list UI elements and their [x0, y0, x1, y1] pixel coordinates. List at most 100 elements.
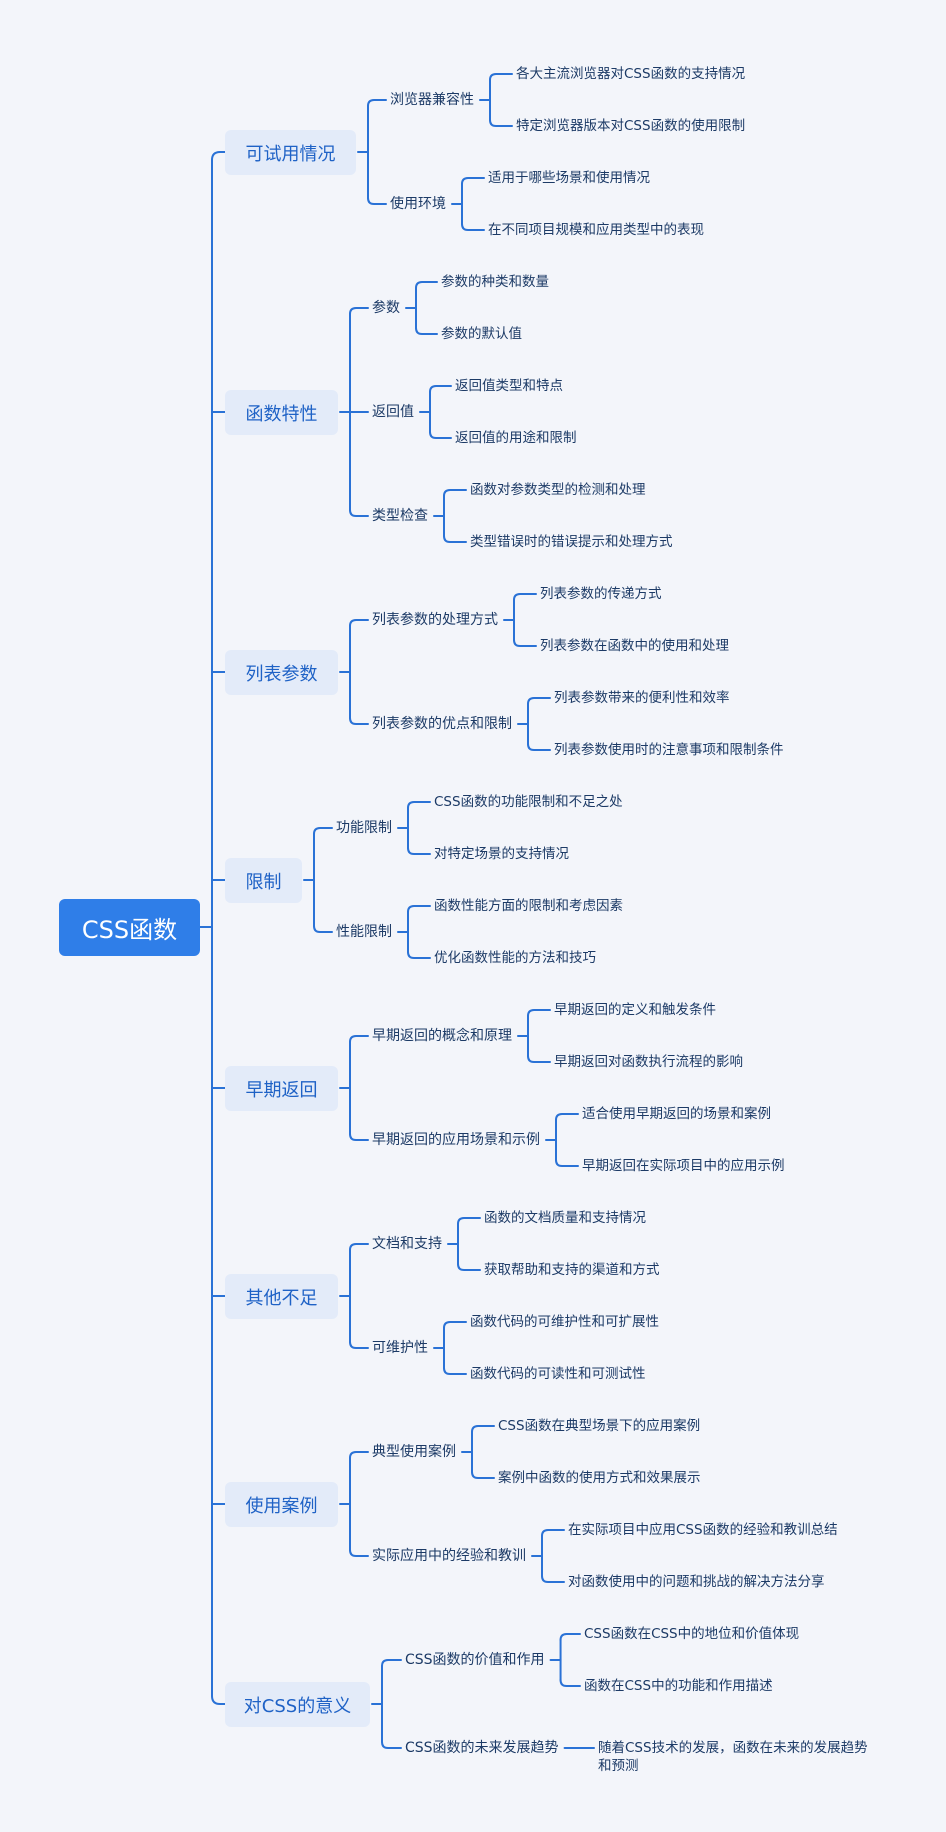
sub-6-1-connector-branch-1 — [541, 1575, 565, 1583]
leaf-node[interactable]: 早期返回在实际项目中的应用示例 — [582, 1158, 785, 1174]
sub-topic-node[interactable]: 性能限制 — [336, 924, 392, 940]
root-branch-7 — [211, 1695, 226, 1705]
leaf-node[interactable]: CSS函数的功能限制和不足之处 — [434, 794, 623, 810]
leaf-node[interactable]: 函数对参数类型的检测和处理 — [470, 482, 646, 498]
leaf-line: 和预测 — [598, 1758, 639, 1774]
sub-topic-node[interactable]: 典型使用案例 — [372, 1444, 456, 1460]
leaf-node[interactable]: 参数的默认值 — [441, 326, 522, 342]
sub-5-0-connector-branch-0 — [457, 1217, 481, 1225]
sub-7-0-connector-branch-1 — [559, 1679, 581, 1687]
sub-3-1-connector-branch-1 — [407, 951, 431, 959]
sub-topic-node[interactable]: 返回值 — [372, 404, 414, 420]
branch-6-connector-branch-1 — [349, 1549, 369, 1557]
leaf-node[interactable]: 对特定场景的支持情况 — [434, 846, 569, 862]
sub-6-1-connector-branch-0 — [541, 1529, 565, 1537]
sub-topic-node[interactable]: 类型检查 — [372, 508, 428, 524]
sub-5-1-connector-branch-0 — [443, 1321, 467, 1329]
branch-1-connector-branch-2 — [349, 509, 369, 517]
sub-topic-node[interactable]: 浏览器兼容性 — [390, 92, 474, 108]
leaf-node[interactable]: 优化函数性能的方法和技巧 — [434, 950, 596, 966]
leaf-node[interactable]: 对函数使用中的问题和挑战的解决方法分享 — [568, 1574, 825, 1590]
branch-0-connector-branch-0 — [367, 99, 387, 107]
branch-5-connector-branch-0 — [349, 1243, 369, 1251]
sub-0-0-connector-branch-0 — [489, 73, 513, 81]
leaf-node[interactable]: 特定浏览器版本对CSS函数的使用限制 — [516, 118, 746, 134]
leaf-node[interactable]: 列表参数带来的便利性和效率 — [554, 690, 730, 706]
leaf-node[interactable]: 函数代码的可维护性和可扩展性 — [470, 1314, 659, 1330]
sub-3-1-connector-branch-0 — [407, 905, 431, 913]
branch-node[interactable]: 其他不足 — [225, 1274, 338, 1319]
sub-4-1-connector-branch-0 — [555, 1113, 579, 1121]
sub-0-0-connector-branch-1 — [489, 119, 513, 127]
branch-node[interactable]: 列表参数 — [225, 650, 338, 695]
sub-1-2-connector-branch-1 — [443, 535, 467, 543]
sub-1-0-connector-branch-0 — [415, 281, 438, 289]
sub-5-0-connector-branch-1 — [457, 1263, 481, 1271]
leaf-node[interactable]: 案例中函数的使用方式和效果展示 — [498, 1470, 701, 1486]
sub-6-0-connector-branch-1 — [471, 1471, 495, 1479]
root-node[interactable]: CSS函数 — [59, 899, 200, 956]
sub-topic-node[interactable]: 可维护性 — [372, 1340, 428, 1356]
branch-4-connector-branch-0 — [349, 1035, 369, 1043]
leaf-node[interactable]: 返回值类型和特点 — [455, 378, 563, 394]
sub-4-0-connector-branch-0 — [527, 1009, 551, 1017]
leaf-node[interactable]: 随着CSS技术的发展，函数在未来的发展趋势和预测 — [598, 1739, 868, 1775]
leaf-node[interactable]: 函数的文档质量和支持情况 — [484, 1210, 646, 1226]
branch-1-connector-branch-0 — [349, 307, 369, 315]
branch-node[interactable]: 可试用情况 — [225, 130, 356, 175]
branch-node[interactable]: 使用案例 — [225, 1482, 338, 1527]
sub-0-1-connector-branch-0 — [461, 177, 485, 185]
leaf-node[interactable]: 函数代码的可读性和可测试性 — [470, 1366, 646, 1382]
sub-5-1-connector-branch-1 — [443, 1367, 467, 1375]
sub-1-2-connector-branch-0 — [443, 489, 467, 497]
sub-topic-node[interactable]: 实际应用中的经验和教训 — [372, 1548, 526, 1564]
leaf-node[interactable]: 适合使用早期返回的场景和案例 — [582, 1106, 771, 1122]
leaf-node[interactable]: 早期返回对函数执行流程的影响 — [554, 1054, 743, 1070]
leaf-node[interactable]: 列表参数在函数中的使用和处理 — [540, 638, 729, 654]
branch-5-connector-branch-1 — [349, 1341, 369, 1349]
leaf-node[interactable]: 适用于哪些场景和使用情况 — [488, 170, 650, 186]
sub-topic-node[interactable]: 参数 — [372, 300, 400, 316]
sub-topic-node[interactable]: 文档和支持 — [372, 1236, 442, 1252]
branch-2-connector-branch-0 — [349, 619, 369, 627]
branch-3-connector-branch-1 — [313, 925, 333, 933]
branch-node[interactable]: 对CSS的意义 — [225, 1682, 370, 1727]
sub-1-1-connector-branch-0 — [429, 385, 452, 393]
sub-3-0-connector-branch-0 — [407, 801, 431, 809]
leaf-node[interactable]: 参数的种类和数量 — [441, 274, 549, 290]
sub-4-1-connector-branch-1 — [555, 1159, 579, 1167]
leaf-node[interactable]: 列表参数使用时的注意事项和限制条件 — [554, 742, 784, 758]
leaf-node[interactable]: 列表参数的传递方式 — [540, 586, 662, 602]
sub-1-0-connector-branch-1 — [415, 327, 438, 335]
sub-6-0-connector-branch-0 — [471, 1425, 495, 1433]
branch-7-connector-branch-0 — [381, 1659, 402, 1667]
branch-node[interactable]: 函数特性 — [225, 390, 338, 435]
branch-4-connector-branch-1 — [349, 1133, 369, 1141]
branch-node[interactable]: 早期返回 — [225, 1066, 338, 1111]
leaf-node[interactable]: 在不同项目规模和应用类型中的表现 — [488, 222, 704, 238]
sub-7-0-connector-branch-0 — [559, 1633, 581, 1641]
leaf-node[interactable]: CSS函数在典型场景下的应用案例 — [498, 1418, 701, 1434]
sub-topic-node[interactable]: 功能限制 — [336, 820, 392, 836]
sub-topic-node[interactable]: 早期返回的概念和原理 — [372, 1028, 512, 1044]
leaf-node[interactable]: 各大主流浏览器对CSS函数的支持情况 — [516, 66, 746, 82]
sub-topic-node[interactable]: 列表参数的处理方式 — [372, 612, 498, 628]
sub-topic-node[interactable]: CSS函数的未来发展趋势 — [405, 1740, 559, 1756]
sub-topic-node[interactable]: 早期返回的应用场景和示例 — [372, 1132, 540, 1148]
leaf-node[interactable]: 获取帮助和支持的渠道和方式 — [484, 1262, 660, 1278]
leaf-node[interactable]: CSS函数在CSS中的地位和价值体现 — [584, 1626, 800, 1642]
leaf-node[interactable]: 函数性能方面的限制和考虑因素 — [434, 898, 623, 914]
leaf-node[interactable]: 返回值的用途和限制 — [455, 430, 577, 446]
branch-node[interactable]: 限制 — [225, 858, 302, 903]
leaf-node[interactable]: 函数在CSS中的功能和作用描述 — [584, 1678, 773, 1694]
sub-topic-node[interactable]: 使用环境 — [390, 196, 446, 212]
sub-3-0-connector-branch-1 — [407, 847, 431, 855]
sub-4-0-connector-branch-1 — [527, 1055, 551, 1063]
sub-topic-node[interactable]: 列表参数的优点和限制 — [372, 716, 512, 732]
sub-topic-node[interactable]: CSS函数的价值和作用 — [405, 1652, 545, 1668]
leaf-node[interactable]: 在实际项目中应用CSS函数的经验和教训总结 — [568, 1522, 838, 1538]
branch-6-connector-branch-0 — [349, 1451, 369, 1459]
sub-2-0-connector-branch-1 — [513, 639, 537, 647]
leaf-node[interactable]: 类型错误时的错误提示和处理方式 — [470, 534, 673, 550]
leaf-node[interactable]: 早期返回的定义和触发条件 — [554, 1002, 716, 1018]
